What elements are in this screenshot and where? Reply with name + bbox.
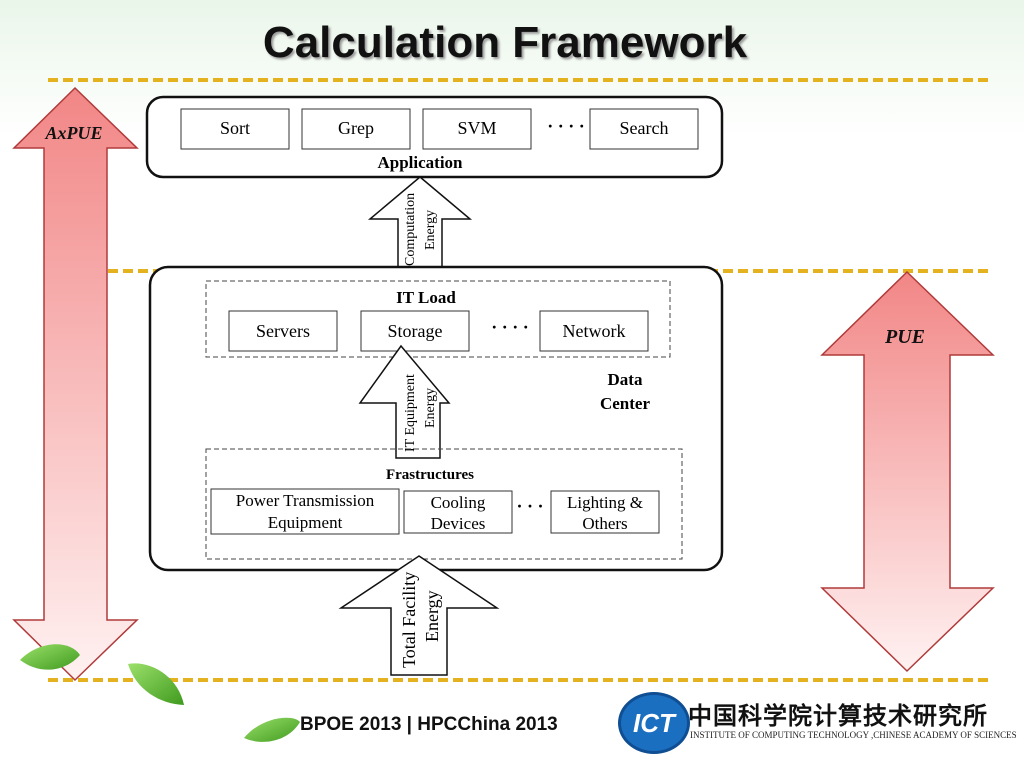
leaf-decoration-icon [20, 644, 300, 742]
app-item-search: Search [620, 118, 669, 138]
it-item-storage: Storage [388, 321, 443, 341]
app-item-search-box [589, 108, 699, 150]
infrastructures-region [205, 448, 683, 560]
app-item-grep-box [301, 108, 411, 150]
footer-conference-text: BPOE 2013 | HPCChina 2013 [300, 714, 558, 735]
it-ellipsis: · · · · [491, 317, 529, 337]
app-item-svm: SVM [457, 118, 496, 138]
app-ellipsis: · · · · [547, 116, 585, 136]
it-item-network-box [539, 310, 649, 352]
infra-lighting-line1: Lighting & [567, 493, 643, 512]
it-item-servers-box [228, 310, 338, 352]
pue-double-arrow: PUE [820, 270, 995, 673]
it-load-label: IT Load [396, 288, 456, 307]
it-item-storage-box [360, 310, 470, 352]
app-item-grep: Grep [338, 118, 374, 138]
data-center-label-line1: Data [608, 370, 643, 389]
axpue-double-arrow: AxPUE [12, 86, 139, 682]
it-load-region [205, 280, 671, 358]
infra-cooling-line2: Devices [431, 514, 486, 533]
total-facility-label: Total Facility [399, 572, 419, 668]
it-item-servers: Servers [256, 321, 310, 341]
institute-chinese-name: 中国科学院计算技术研究所 [688, 701, 988, 730]
computation-energy-arrow: Computation Energy [367, 176, 473, 271]
infra-ellipsis: · · · [516, 496, 543, 516]
computation-energy-label: Energy [423, 210, 438, 250]
computation-label: Computation [403, 193, 418, 266]
slide-title: Calculation Framework [262, 18, 748, 67]
ict-logo-icon: ICT [618, 692, 690, 754]
infrastructures-label: Frastructures [386, 467, 474, 483]
infra-cooling-box [403, 490, 513, 534]
infra-lighting-box [550, 490, 660, 534]
data-center-label-line2: Center [600, 394, 650, 413]
infra-power-line2: Equipment [268, 513, 343, 532]
total-facility-energy-arrow: Total Facility Energy [338, 555, 500, 676]
infra-power-line1: Power Transmission [236, 491, 375, 510]
data-center-layer: IT Load Servers Storage · · · · Network … [148, 265, 724, 572]
it-item-network: Network [563, 321, 626, 341]
axpue-label: AxPUE [44, 123, 102, 143]
it-equipment-energy-label: Energy [423, 388, 438, 428]
infra-power-box [210, 488, 400, 535]
app-item-svm-box [422, 108, 532, 150]
application-label: Application [377, 153, 463, 172]
it-equipment-energy-arrow [358, 344, 451, 459]
it-equipment-label: IT Equipment [403, 374, 418, 452]
application-layer: Sort Grep SVM · · · · Search Application [145, 95, 724, 179]
pue-label: PUE [884, 326, 925, 348]
ict-logo: ICT 中国科学院计算技术研究所 INSTITUTE OF COMPUTING … [618, 692, 1018, 754]
app-item-sort: Sort [220, 118, 250, 138]
infra-cooling-line1: Cooling [431, 493, 486, 512]
institute-english-name: INSTITUTE OF COMPUTING TECHNOLOGY ,CHINE… [690, 730, 1017, 740]
app-item-sort-box [180, 108, 290, 150]
total-facility-energy-label: Energy [422, 590, 442, 642]
infra-lighting-line2: Others [582, 514, 627, 533]
